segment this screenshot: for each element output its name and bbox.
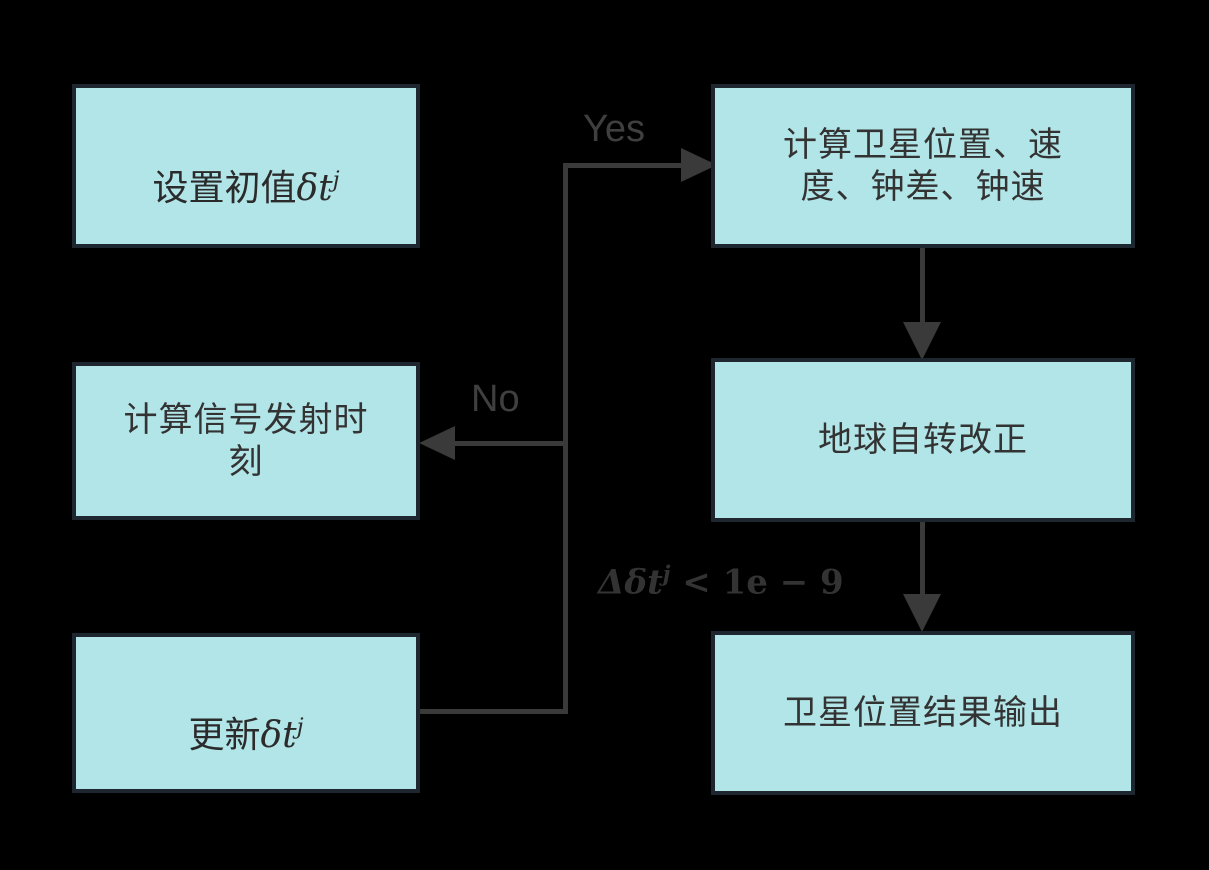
connector-earth-rotation-to-output [920,521,925,601]
node-set-initial-value-math: δtj [296,167,340,209]
node-set-initial-value-math-base: δt [296,168,333,209]
node-satellite-position-output[interactable]: 卫星位置结果输出 [711,631,1135,795]
edge-label-no: No [471,378,520,420]
arrowhead-no-into-compute-signal-time [419,426,455,460]
condition-superscript: j [662,561,671,586]
node-update-delta-t-math-base: δt [260,715,297,756]
condition-operator: < [682,562,711,603]
node-update-delta-t-math: δtj [260,714,304,756]
connector-main-vertical-spine [563,165,568,713]
node-compute-signal-emit-time[interactable]: 计算信号发射时 刻 [72,362,420,520]
node-compute-signal-emit-time-label: 计算信号发射时 刻 [123,400,369,482]
node-update-delta-t-text: 更新 [188,715,261,755]
node-set-initial-value-label: 设置初值δtj [140,121,351,211]
node-satellite-position-output-label: 卫星位置结果输出 [783,693,1063,732]
arrowhead-into-satellite-position-output [903,594,941,632]
connector-update-to-spine [418,709,568,714]
node-update-delta-t-label: 更新δtj [176,668,315,758]
connector-yes-horizontal [563,163,683,168]
condition-variable: δt [624,562,663,603]
connector-no-horizontal [455,441,565,446]
node-compute-sat-pos-vel-clock-label: 计算卫星位置、速 度、钟差、钟速 [783,125,1063,207]
node-set-initial-value[interactable]: 设置初值δtj [72,84,420,248]
node-update-delta-t[interactable]: 更新δtj [72,633,420,793]
node-earth-rotation-correction-label: 地球自转改正 [818,420,1028,459]
edge-label-yes: Yes [583,108,645,150]
node-set-initial-value-math-sup: j [332,167,340,193]
condition-threshold: 1e − 9 [722,562,844,603]
node-compute-sat-pos-vel-clock[interactable]: 计算卫星位置、速 度、钟差、钟速 [711,84,1135,248]
node-update-delta-t-math-sup: j [296,714,304,740]
condition-label: Δδtj < 1e − 9 [598,561,844,602]
node-earth-rotation-correction[interactable]: 地球自转改正 [711,358,1135,522]
node-set-initial-value-text: 设置初值 [152,168,297,208]
condition-delta: Δ [598,562,625,603]
arrowhead-into-earth-rotation [903,322,941,360]
connector-compute-sat-to-earth-rotation [920,248,925,328]
